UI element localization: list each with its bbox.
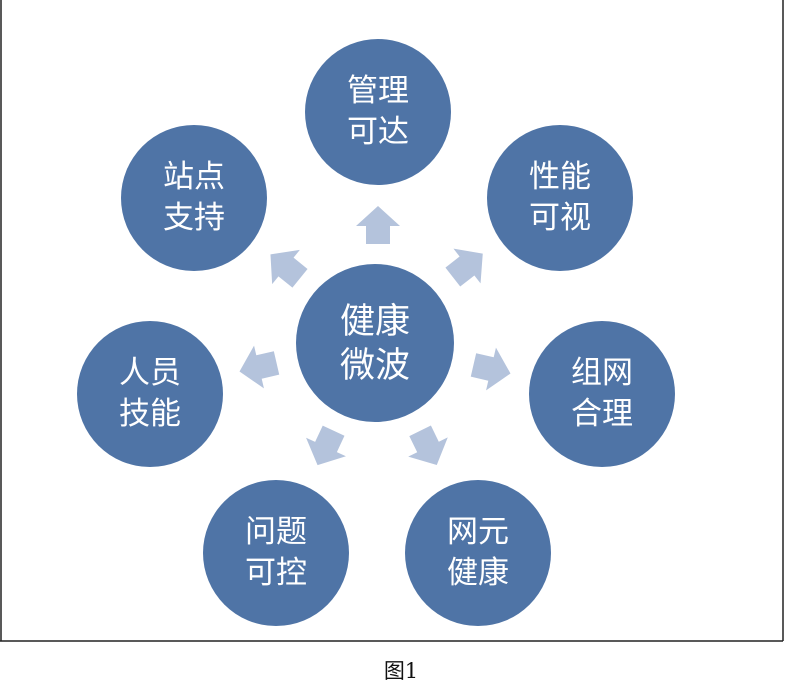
node-label-line2: 可视 [529,200,591,236]
arrow-to-element-health [400,421,457,475]
center-node: 健康 微波 [296,264,454,422]
node-element-health: 网元 健康 [405,480,551,626]
node-label-line1: 性能 [529,159,591,195]
node-label-line2: 可达 [347,114,409,150]
arrow-to-management-reachable [356,206,400,244]
node-label-line2: 合理 [571,396,633,432]
arrow-to-site-support [256,237,314,296]
node-label-line1: 管理 [347,73,409,109]
arrow-to-problem-controllable [297,421,354,475]
node-performance-visible: 性能 可视 [487,125,633,271]
arrow-to-network-reasonable [468,343,516,395]
node-label-line2: 可控 [245,555,307,591]
center-node-line2: 微波 [340,346,410,386]
node-site-support: 站点 支持 [121,125,267,271]
arrow-to-performance-visible [439,236,497,295]
node-label-line1: 网元 [447,514,509,550]
node-network-reasonable: 组网 合理 [529,321,675,467]
arrow-to-staff-skills [234,341,282,393]
node-management-reachable: 管理 可达 [305,39,451,185]
node-label-line2: 支持 [163,200,225,236]
node-label-line1: 站点 [163,159,225,195]
figure-caption: 图1 [384,659,418,683]
node-label-line2: 健康 [447,555,509,591]
node-label-line1: 组网 [571,355,633,391]
node-problem-controllable: 问题 可控 [203,480,349,626]
node-label-line1: 人员 [119,355,181,391]
node-label-line1: 问题 [245,514,307,550]
center-node-line1: 健康 [340,302,410,342]
node-label-line2: 技能 [119,396,181,432]
node-staff-skills: 人员 技能 [77,321,223,467]
